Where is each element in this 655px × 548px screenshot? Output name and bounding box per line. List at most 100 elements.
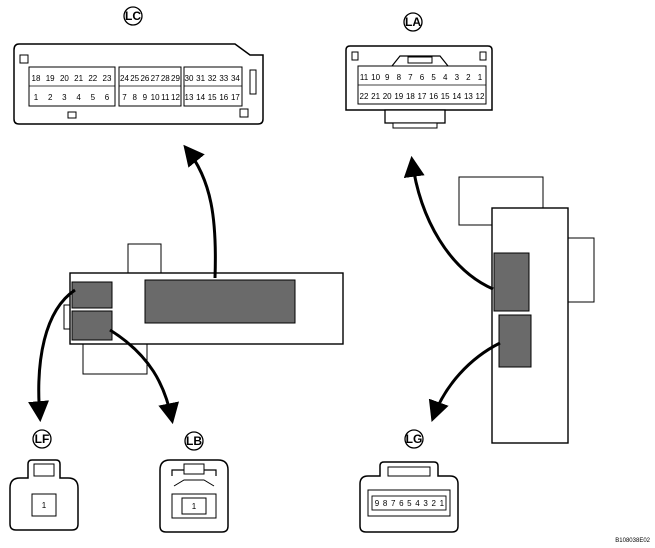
connector-la-label-circle: [403, 12, 423, 32]
connector-lb-latch: [183, 463, 205, 475]
connector-lf-pin-1: 1: [42, 501, 47, 510]
ecu-left-bottom-tab: [82, 343, 148, 375]
connector-lc-pin-12: 12: [171, 93, 180, 102]
connector-la-pin-8: 8: [397, 73, 402, 82]
connector-lc-pin-26: 26: [140, 74, 149, 83]
connector-lf-label-circle: [32, 429, 52, 449]
connector-lg-pin-row: [371, 495, 447, 511]
connector-lc-pin-block-1: [28, 66, 116, 107]
connector-lc-pin-3: 3: [62, 93, 67, 102]
connector-lc-pin-16: 16: [219, 93, 228, 102]
connector-lc-pin-20: 20: [60, 74, 69, 83]
connector-la-inner-latch: [391, 55, 449, 67]
ecu-left-socket-lc: [144, 279, 296, 324]
connector-lc-pin-1: 1: [34, 93, 39, 102]
connector-la-pin-13: 13: [464, 92, 473, 101]
connector-lc-guide: [67, 111, 77, 119]
connector-lc-side-rib: [249, 69, 257, 95]
connector-lg-pin-2: 2: [431, 499, 436, 508]
connector-la-pin-6: 6: [420, 73, 425, 82]
arrow-to-lc: [183, 144, 217, 279]
connector-lc-label: LC: [125, 9, 141, 23]
connector-lc-pin-9: 9: [143, 93, 148, 102]
connector-la-rib-left: [351, 51, 359, 61]
connector-lc-pin-11: 11: [161, 93, 170, 102]
ecu-right-side-tab: [567, 237, 595, 303]
connector-la-lock-tab: [384, 109, 446, 124]
connector-lc-pin-block-2: [118, 66, 182, 107]
connector-lf-label: LF: [35, 432, 50, 446]
connector-lf: LF 1: [9, 429, 79, 531]
connector-la-pin-15: 15: [441, 92, 450, 101]
connector-lb-pin-cell: [181, 497, 207, 515]
connector-lc-pin-31: 31: [196, 74, 205, 83]
connector-lc-pin-13: 13: [185, 93, 194, 102]
connector-lc-pin-15: 15: [208, 93, 217, 102]
connector-la-pin-20: 20: [383, 92, 392, 101]
connector-la-pin-22: 22: [360, 92, 369, 101]
connector-lc-latch: [19, 54, 29, 64]
ecu-left-top-tab: [127, 243, 162, 275]
ecu-left: [63, 243, 344, 375]
connector-la-pin-2: 2: [466, 73, 471, 82]
ecu-right-socket-lg: [498, 314, 532, 368]
connector-lg-latch: [387, 466, 431, 477]
connector-lc-label-circle: [123, 6, 143, 26]
connector-la-pin-14: 14: [452, 92, 461, 101]
connector-la-label: LA: [405, 15, 421, 29]
arrow-to-lg: [428, 341, 501, 422]
ecu-left-socket-lf: [71, 281, 113, 309]
connector-la-pin-5: 5: [431, 73, 436, 82]
connector-lg-pin-4: 4: [415, 499, 420, 508]
connector-la-pin-16: 16: [429, 92, 438, 101]
connector-lc-pin-10: 10: [151, 93, 160, 102]
connector-lb-label: LB: [186, 434, 202, 448]
connector-la-lock-lip: [392, 122, 438, 129]
connector-lf-latch: [33, 463, 55, 477]
connector-lc-pin-6: 6: [105, 93, 110, 102]
connector-lc-pin-7: 7: [122, 93, 127, 102]
connector-la-pin-19: 19: [394, 92, 403, 101]
connector-lc-pin-21: 21: [74, 74, 83, 83]
connector-lg-pin-frame: [367, 489, 451, 517]
connector-lg-pin-7: 7: [391, 499, 396, 508]
connector-lc-pin-14: 14: [196, 93, 205, 102]
connector-la-pin-11: 11: [360, 73, 369, 82]
connector-la-pin-18: 18: [406, 92, 415, 101]
ecu-right: [458, 176, 595, 444]
connector-lc-pin-27: 27: [151, 74, 160, 83]
connector-la-pin-9: 9: [385, 73, 390, 82]
figure-code: B108038E02: [615, 538, 650, 544]
connector-la-body: [345, 45, 493, 111]
connector-lc-pin-19: 19: [46, 74, 55, 83]
connector-lg-label-circle: [404, 429, 424, 449]
connector-lc-pin-28: 28: [161, 74, 170, 83]
connector-lc-body: [13, 43, 264, 125]
connector-lg-pin-5: 5: [407, 499, 412, 508]
connector-lc-pin-23: 23: [103, 74, 112, 83]
arrow-to-lb: [109, 328, 179, 425]
connector-la-pin-1: 1: [478, 73, 483, 82]
connector-la-rib-right: [479, 51, 487, 61]
connector-la-pin-17: 17: [418, 92, 427, 101]
connector-lg-pin-3: 3: [423, 499, 428, 508]
connector-lb-inner-key: [173, 479, 215, 487]
connector-la-latch-slot: [407, 56, 433, 64]
connector-la-pin-21: 21: [371, 92, 380, 101]
connector-lc-pin-29: 29: [171, 74, 180, 83]
connector-lc-pin-33: 33: [219, 74, 228, 83]
connector-lc-pin-22: 22: [88, 74, 97, 83]
connector-la-pin-4: 4: [443, 73, 448, 82]
ecu-left-socket-lb: [71, 310, 113, 341]
connector-lf-pin-cell: [31, 493, 57, 517]
connector-lg-body: [359, 461, 459, 533]
connector-lb-label-circle: [184, 431, 204, 451]
arrow-to-la: [403, 155, 494, 291]
